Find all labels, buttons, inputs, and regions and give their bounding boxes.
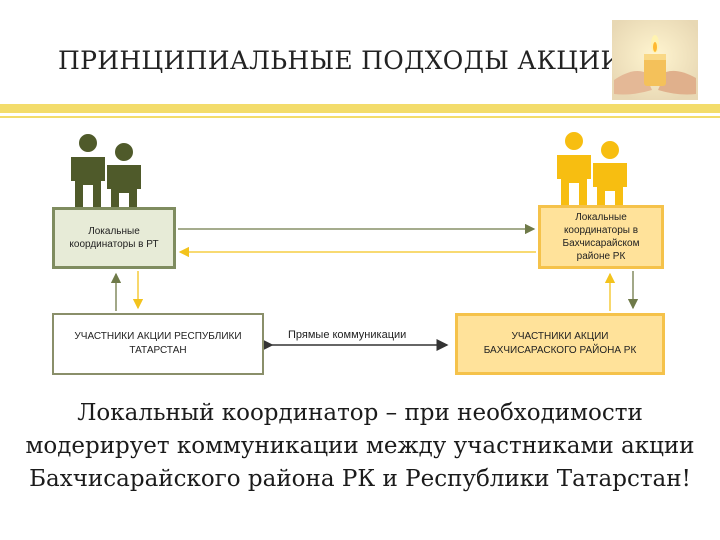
participants-rt-label: УЧАСТНИКИ АКЦИИ РЕСПУБЛИКИ ТАТАРСТАН — [74, 331, 242, 356]
participants-rk-box: УЧАСТНИКИ АКЦИИ БАХЧИСАРАСКОГО РАЙОНА РК — [455, 313, 665, 375]
candle-photo — [612, 20, 698, 100]
participants-rt-box: УЧАСТНИКИ АКЦИИ РЕСПУБЛИКИ ТАТАРСТАН — [52, 313, 264, 375]
coordinators-rk-label: Локальные координаторы в Бахчисарайском … — [562, 212, 640, 262]
participants-rk-label: УЧАСТНИКИ АКЦИИ БАХЧИСАРАСКОГО РАЙОНА РК — [483, 331, 637, 356]
people-icon-yellow — [548, 130, 640, 215]
accent-rule-thin — [0, 116, 720, 118]
direct-comm-label: Прямые коммуникации — [288, 329, 407, 341]
coordinators-rt-box: Локальные координаторы в РТ — [52, 207, 176, 269]
accent-rule — [0, 104, 720, 113]
coordinators-rk-box: Локальные координаторы в Бахчисарайском … — [538, 205, 664, 269]
body-text: Локальный координатор – при необходимост… — [25, 400, 695, 492]
people-icon-green — [62, 132, 154, 217]
slide-title: ПРИНЦИПИАЛЬНЫЕ ПОДХОДЫ АКЦИИ — [58, 46, 623, 75]
coordinators-rt-label: Локальные координаторы в РТ — [69, 226, 159, 250]
